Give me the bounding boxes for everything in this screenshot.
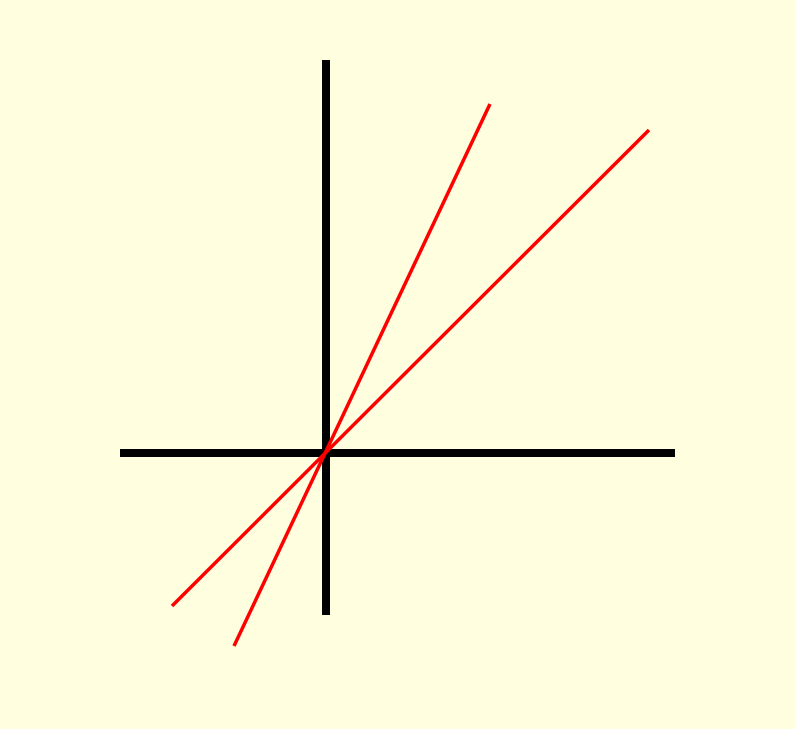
shallow-line <box>170 128 651 608</box>
steep-line <box>232 103 492 647</box>
